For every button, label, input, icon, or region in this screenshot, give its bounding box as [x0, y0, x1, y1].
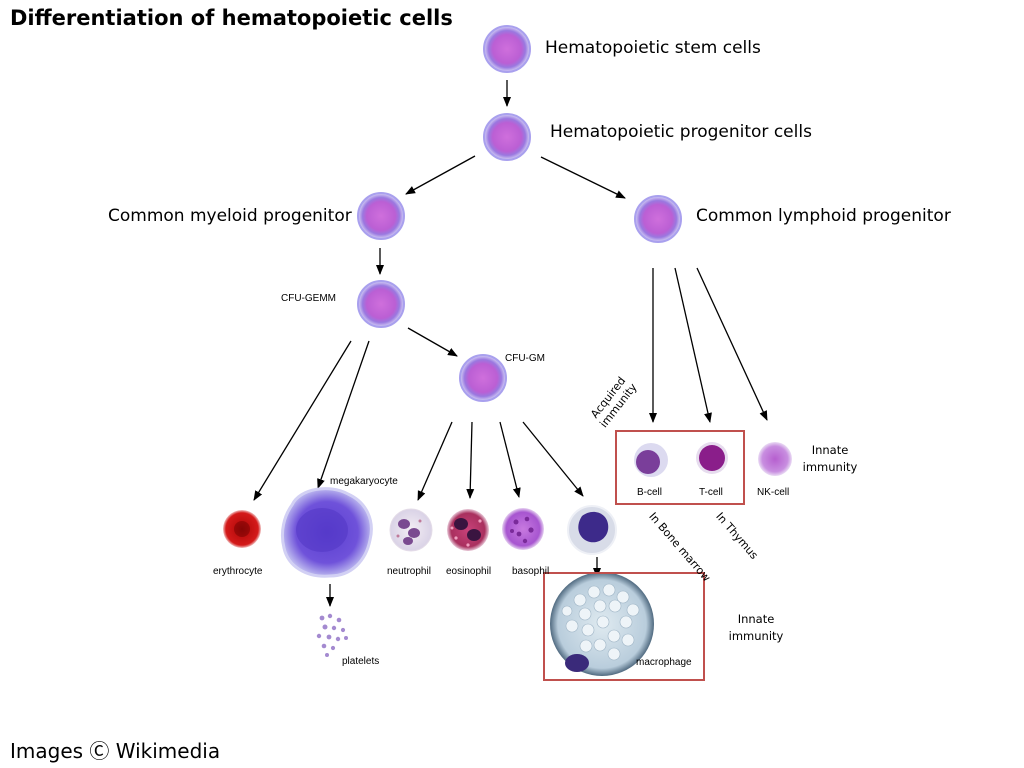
label-innate-immunity-nk: Innate immunity — [802, 443, 858, 474]
megakaryocyte-cell — [280, 487, 373, 578]
label-nk-cell: NK-cell — [757, 487, 790, 498]
arrow-cfugm-to-basophil — [499, 421, 521, 498]
label-neutrophil: neutrophil — [387, 566, 431, 577]
b-cell — [634, 443, 668, 477]
label-hematopoietic-progenitor-cells: Hematopoietic progenitor cells — [550, 122, 812, 142]
cfu-gemm-cell — [357, 280, 405, 328]
macrophage-cell — [550, 572, 654, 676]
label-macrophage: macrophage — [636, 657, 692, 668]
label-cfu-gm: CFU-GM — [505, 353, 545, 364]
platelets-cluster — [316, 613, 348, 657]
arrow-cfugemm-to-cfugm — [407, 327, 458, 357]
label-erythrocyte: erythrocyte — [213, 566, 263, 577]
common-lymphoid-progenitor-cell — [634, 195, 682, 243]
hematopoietic-progenitor-cell — [483, 113, 531, 161]
common-myeloid-progenitor-cell — [357, 192, 405, 240]
label-common-myeloid-progenitor: Common myeloid progenitor — [108, 206, 352, 226]
label-platelets: platelets — [342, 656, 380, 667]
image-credit: Images Ⓒ Wikimedia — [10, 739, 221, 763]
eosinophil-cell — [447, 509, 489, 551]
arrow-cfugemm-to-erythrocyte — [253, 340, 352, 501]
slide-title: Differentiation of hematopoietic cells — [10, 6, 453, 30]
neutrophil-cell — [389, 508, 433, 552]
arrow-hpc-to-clp — [540, 156, 626, 199]
arrow-cfugm-to-monocyte — [522, 421, 584, 497]
nk-cell — [758, 442, 792, 476]
arrow-cfugm-to-neutrophil — [417, 421, 453, 501]
label-t-cell: T-cell — [699, 487, 723, 498]
arrow-hpc-to-cmp — [405, 155, 476, 195]
label-eosinophil: eosinophil — [446, 566, 492, 577]
label-b-cell: B-cell — [637, 487, 663, 498]
arrow-clp-to-nkcell — [696, 267, 768, 421]
cfu-gm-cell — [459, 354, 507, 402]
hematopoietic-stem-cell — [483, 25, 531, 73]
label-basophil: basophil — [512, 566, 550, 577]
label-megakaryocyte: megakaryocyte — [330, 476, 398, 487]
erythrocyte-cell — [223, 510, 261, 548]
label-cfu-gemm: CFU-GEMM — [281, 293, 336, 304]
macrophage-box — [543, 572, 705, 681]
label-hematopoietic-stem-cells: Hematopoietic stem cells — [545, 38, 761, 58]
arrow-cfugm-to-eosinophil — [466, 421, 475, 499]
arrow-clp-to-tcell — [674, 267, 712, 423]
monocyte-cell — [567, 505, 617, 555]
label-common-lymphoid-progenitor: Common lymphoid progenitor — [696, 206, 951, 226]
arrow-cfugemm-to-megakaryocyte — [317, 340, 370, 489]
label-innate-immunity-macrophage: Innate immunity — [728, 612, 784, 643]
acquired-immunity-box — [615, 430, 745, 505]
t-cell — [696, 442, 728, 474]
arrows — [253, 80, 768, 607]
basophil-cell — [502, 508, 544, 550]
